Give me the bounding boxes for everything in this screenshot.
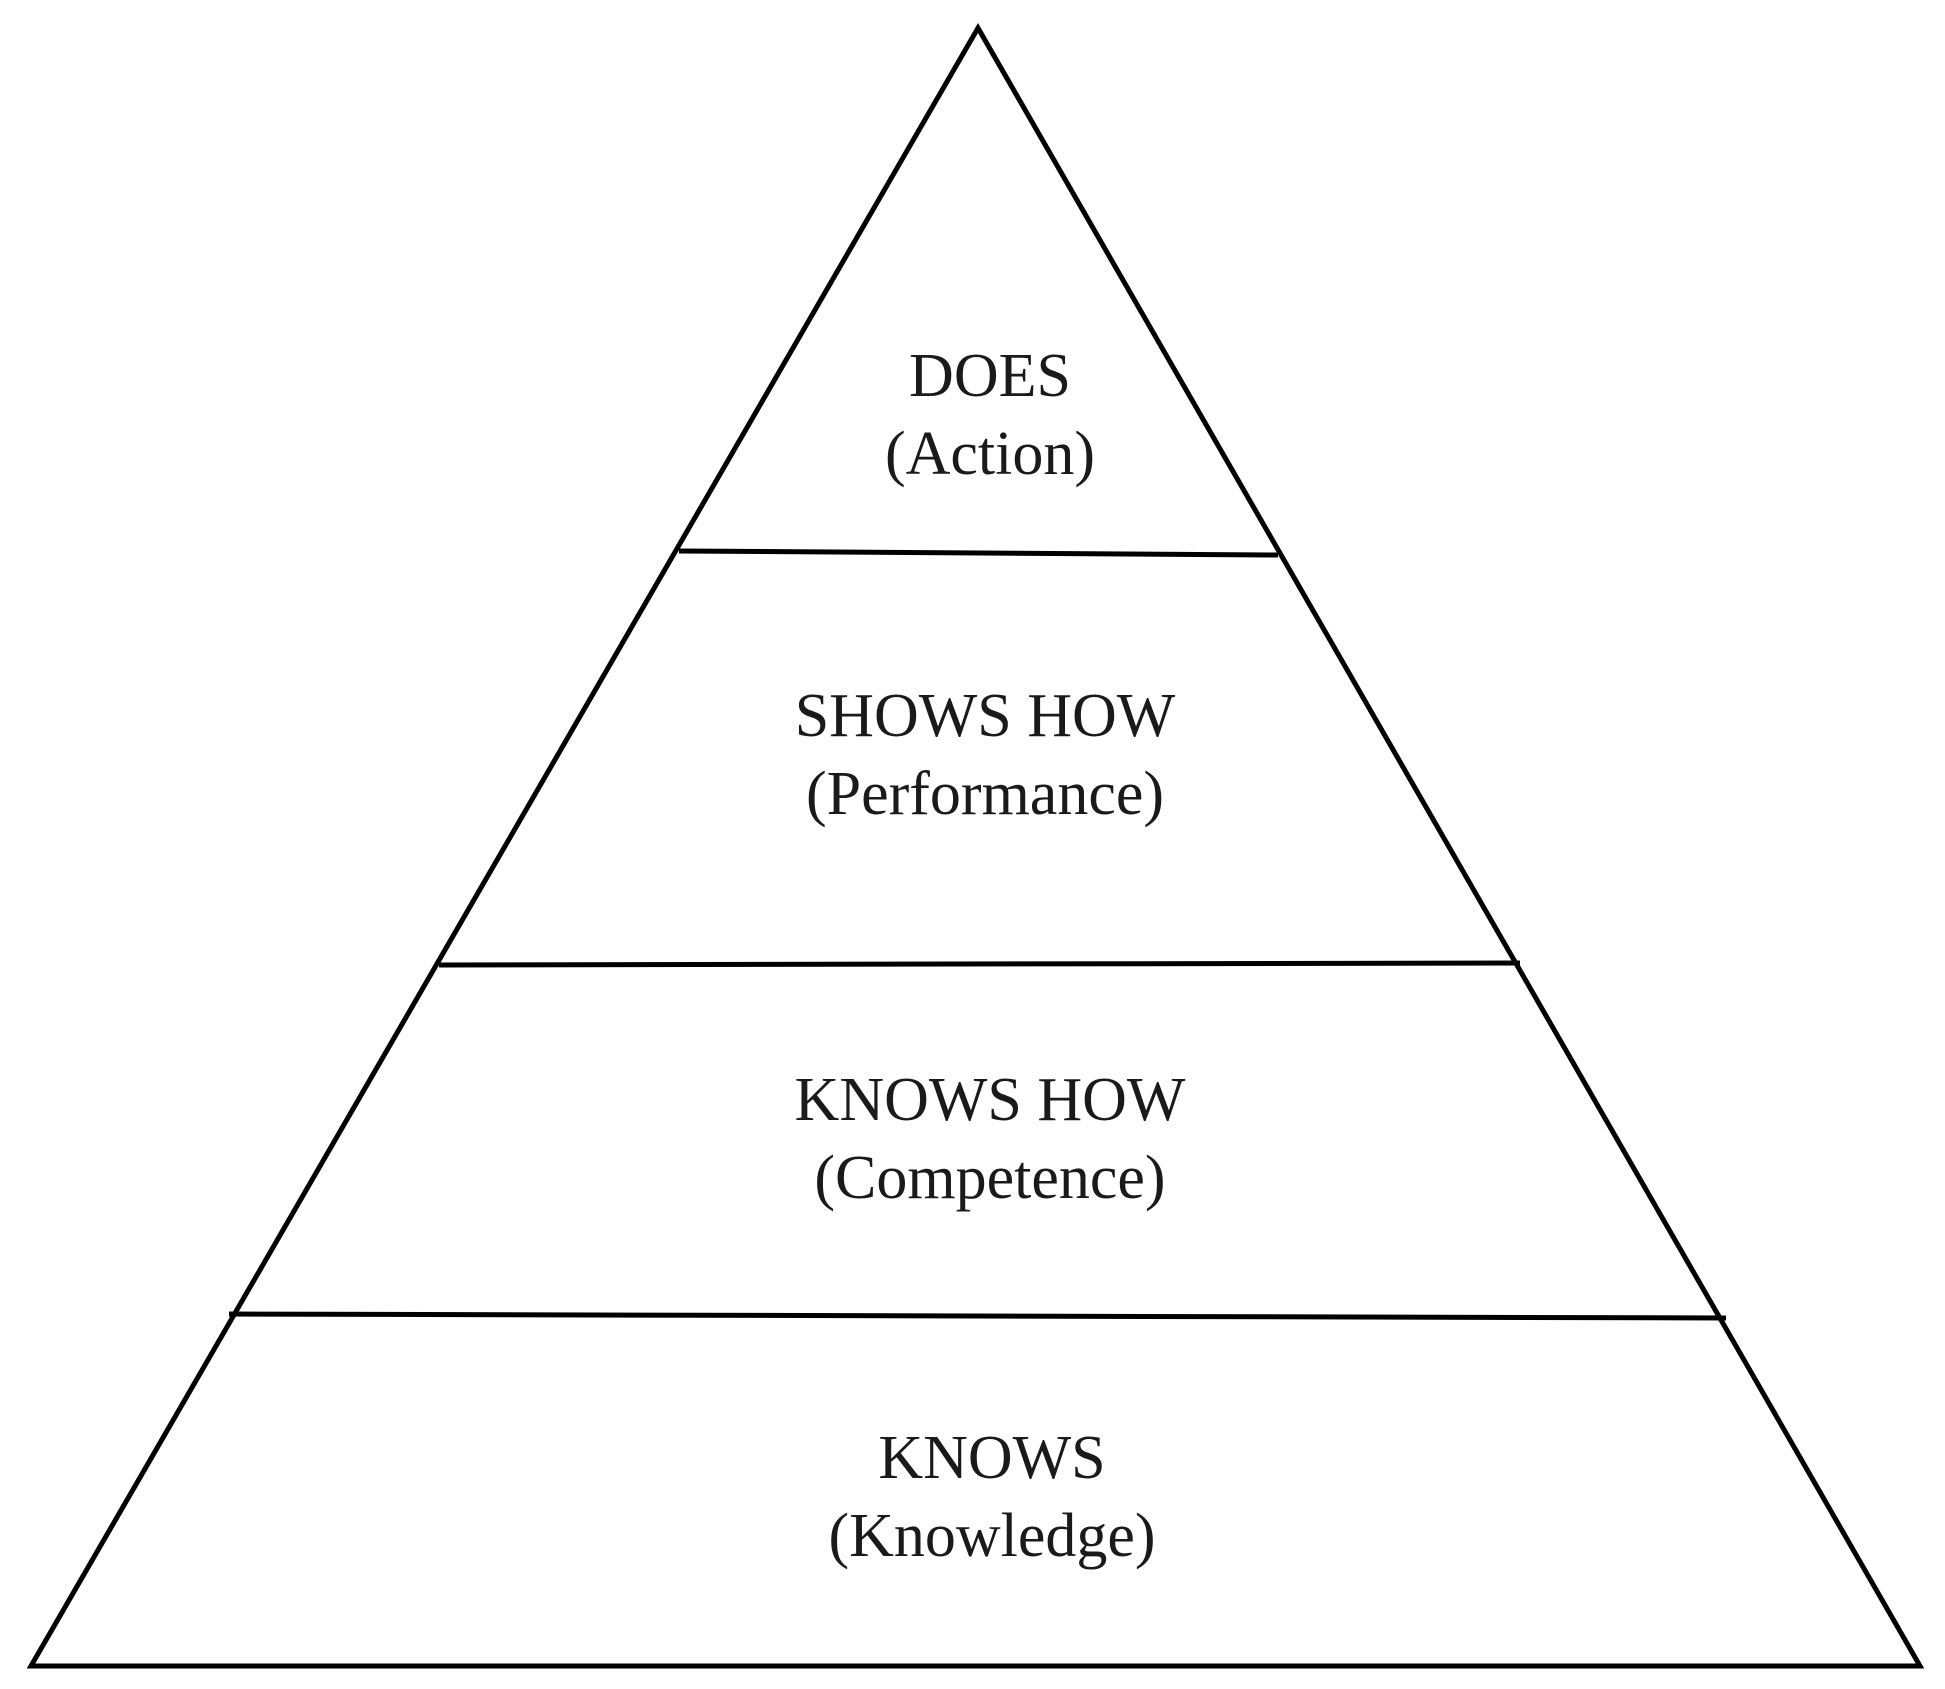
level-3-subtitle: (Competence) xyxy=(814,1144,1165,1212)
pyramid-outline xyxy=(26,22,1925,1669)
level-4-title: KNOWS xyxy=(878,1424,1105,1492)
level-1-subtitle: (Action) xyxy=(885,420,1095,488)
divider-line-2 xyxy=(438,960,1521,968)
level-4-subtitle: (Knowledge) xyxy=(828,1502,1155,1570)
level-1-title: DOES xyxy=(909,342,1071,410)
divider-line-3 xyxy=(228,1311,1727,1321)
level-2-title: SHOWS HOW xyxy=(795,682,1176,750)
divider-line-1 xyxy=(678,548,1279,558)
level-2-subtitle: (Performance) xyxy=(806,760,1164,828)
level-3-title: KNOWS HOW xyxy=(795,1066,1186,1134)
